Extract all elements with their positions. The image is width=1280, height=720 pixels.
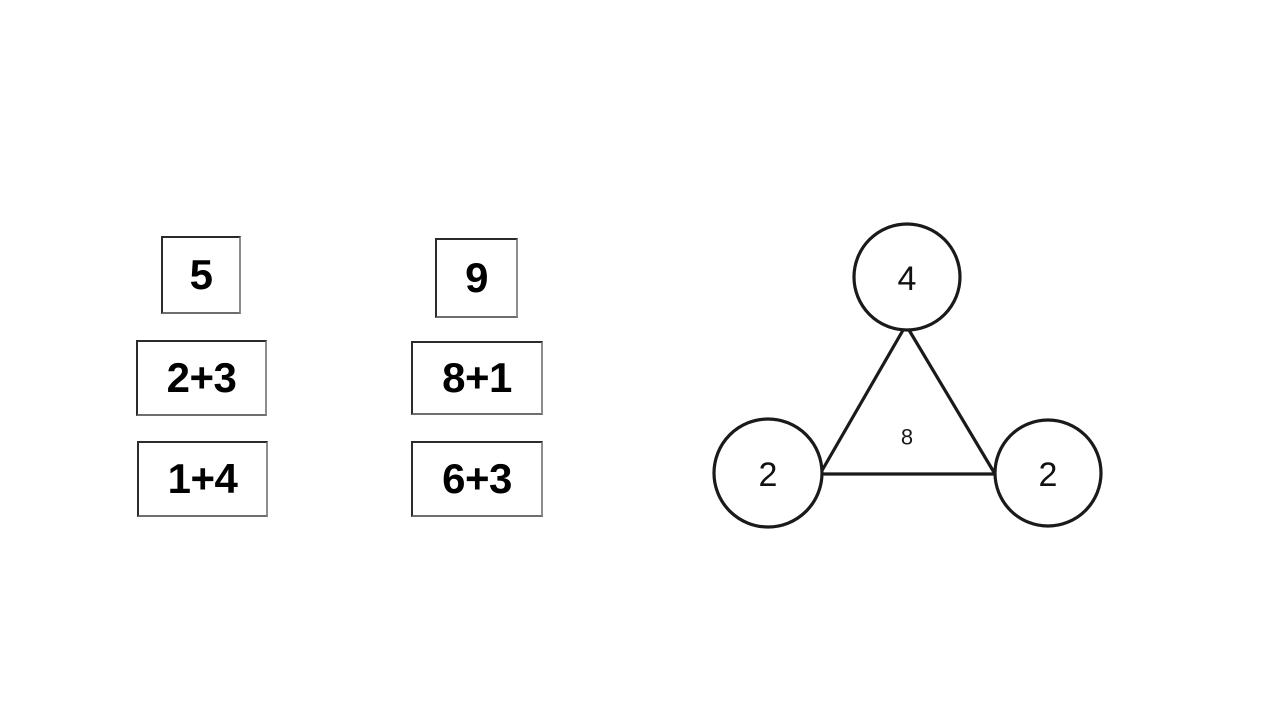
node-bottom-right[interactable]: 2 [993,418,1103,528]
card-left-result[interactable]: 5 [161,236,241,314]
node-bottom-left-label: 2 [759,456,778,494]
node-bottom-right-label: 2 [1039,456,1058,494]
node-top[interactable]: 4 [852,222,962,332]
triangle-inner-label: 8 [901,425,913,450]
card-middle-result[interactable]: 9 [435,238,518,318]
card-middle-expression-1[interactable]: 8+1 [411,341,543,415]
node-bottom-left[interactable]: 2 [712,417,824,529]
edge-top-to-bottom-right [904,323,997,476]
node-top-circle[interactable] [852,222,962,332]
node-bottom-left-circle[interactable] [712,417,824,529]
card-left-expression-2[interactable]: 1+4 [137,441,268,517]
triangle-graph: 4 2 2 8 [690,200,1130,550]
card-left-expression-1[interactable]: 2+3 [136,340,267,416]
card-middle-expression-2[interactable]: 6+3 [411,441,543,517]
node-bottom-right-circle[interactable] [993,418,1103,528]
edge-top-to-bottom-left [818,323,908,476]
node-top-label: 4 [898,260,917,298]
